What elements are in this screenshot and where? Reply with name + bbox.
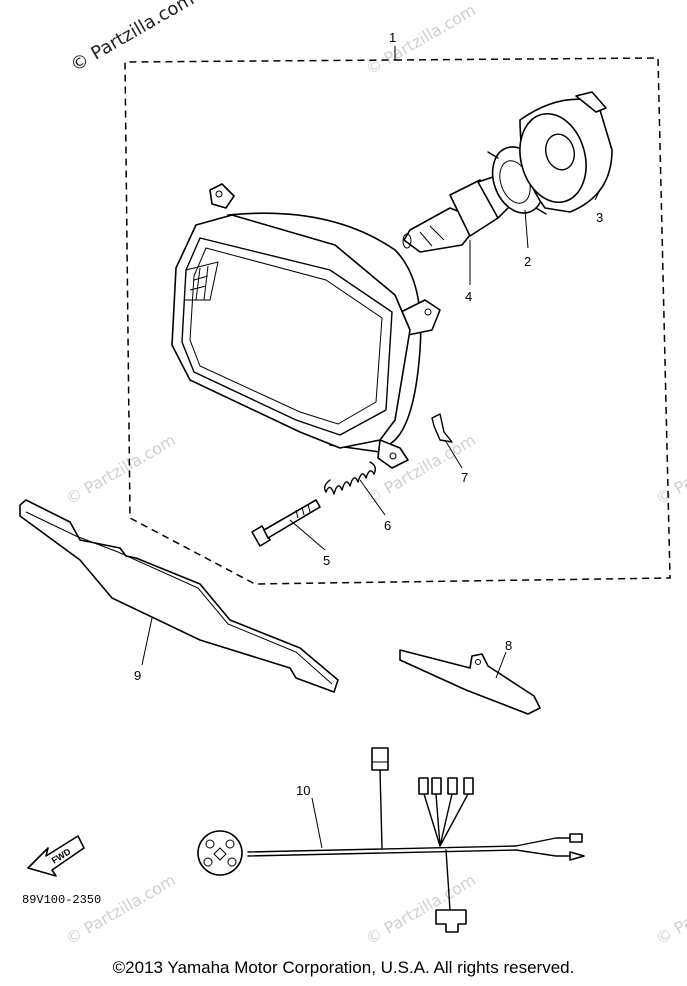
- callout-6: 6: [384, 518, 391, 533]
- watermark-text: © Partzilla.com: [63, 870, 179, 948]
- watermark-text: © Partzilla.com: [63, 430, 179, 508]
- callout-9: 9: [134, 668, 141, 683]
- adjusting-bolt: [251, 499, 321, 547]
- fwd-arrow-icon: FWD: [27, 835, 85, 877]
- headlight-unit: [171, 183, 441, 469]
- callout-number: 1: [389, 30, 396, 45]
- callout-7: 7: [461, 470, 468, 485]
- diagram-code: 89V100-2350: [22, 893, 101, 907]
- spring: [323, 461, 377, 495]
- callouts: 3 2 4 7 6 5 9 8 10: [134, 189, 603, 849]
- wire-harness: [197, 747, 585, 933]
- watermark-primary: © Partzilla.com: [67, 0, 198, 76]
- headlight-stay: [399, 649, 541, 715]
- trim-strip: [19, 499, 339, 693]
- watermark-text: © Partzilla.com: [363, 0, 479, 78]
- dust-cover: [519, 91, 613, 213]
- callout-3: 3: [596, 210, 603, 225]
- watermark-text: © Partzilla.com: [653, 430, 687, 508]
- watermark-text: © Partzilla.com: [653, 870, 687, 948]
- callout-8: 8: [505, 638, 512, 653]
- callout-5: 5: [323, 553, 330, 568]
- bulb: [402, 175, 511, 253]
- callout-4: 4: [465, 289, 472, 304]
- callout-10: 10: [296, 783, 310, 798]
- callout-2: 2: [524, 254, 531, 269]
- retaining-clip: [431, 413, 453, 443]
- copyright-footer: ©2013 Yamaha Motor Corporation, U.S.A. A…: [112, 958, 575, 977]
- callout-1: 1: [389, 30, 396, 60]
